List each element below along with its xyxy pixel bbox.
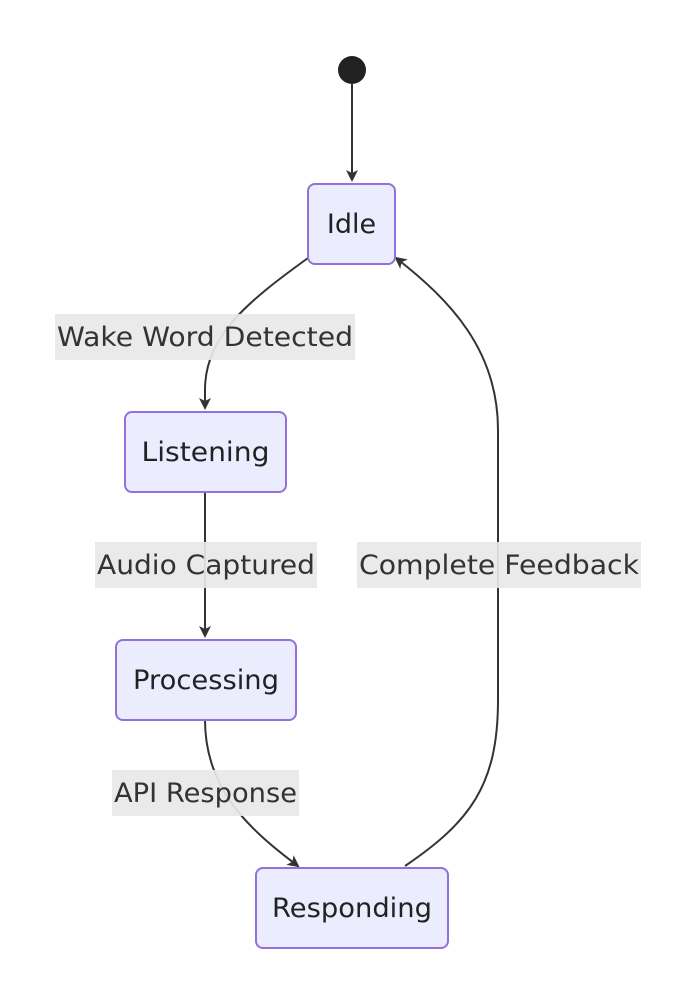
edge-label-background bbox=[95, 542, 317, 588]
state-idle: Idle bbox=[307, 183, 396, 265]
edge-label-text: API Response bbox=[114, 778, 297, 809]
edge-label-complete-feedback: Complete Feedback bbox=[357, 542, 641, 588]
state-label: Idle bbox=[327, 209, 376, 240]
state-label: Processing bbox=[133, 665, 279, 696]
state-box bbox=[124, 411, 287, 493]
start-state-marker bbox=[338, 56, 366, 84]
edge-label-background bbox=[55, 314, 355, 360]
state-box bbox=[255, 867, 449, 949]
edge-label-audio-captured: Audio Captured bbox=[95, 542, 317, 588]
state-processing: Processing bbox=[115, 639, 297, 721]
state-listening: Listening bbox=[124, 411, 287, 493]
edge-label-api-response: API Response bbox=[112, 770, 299, 816]
edge-label-text: Wake Word Detected bbox=[57, 322, 353, 353]
edge-label-wake-word-detected: Wake Word Detected bbox=[55, 314, 355, 360]
state-box bbox=[115, 639, 297, 721]
state-box bbox=[307, 183, 396, 265]
edge-label-background bbox=[357, 542, 641, 588]
edge-label-text: Audio Captured bbox=[97, 550, 315, 581]
edge-label-background bbox=[112, 770, 299, 816]
state-responding: Responding bbox=[255, 867, 449, 949]
edge-labels: Wake Word Detected Audio Captured API Re… bbox=[55, 314, 641, 816]
state-label: Listening bbox=[142, 437, 270, 468]
edge-label-text: Complete Feedback bbox=[359, 550, 639, 581]
state-label: Responding bbox=[272, 893, 432, 924]
